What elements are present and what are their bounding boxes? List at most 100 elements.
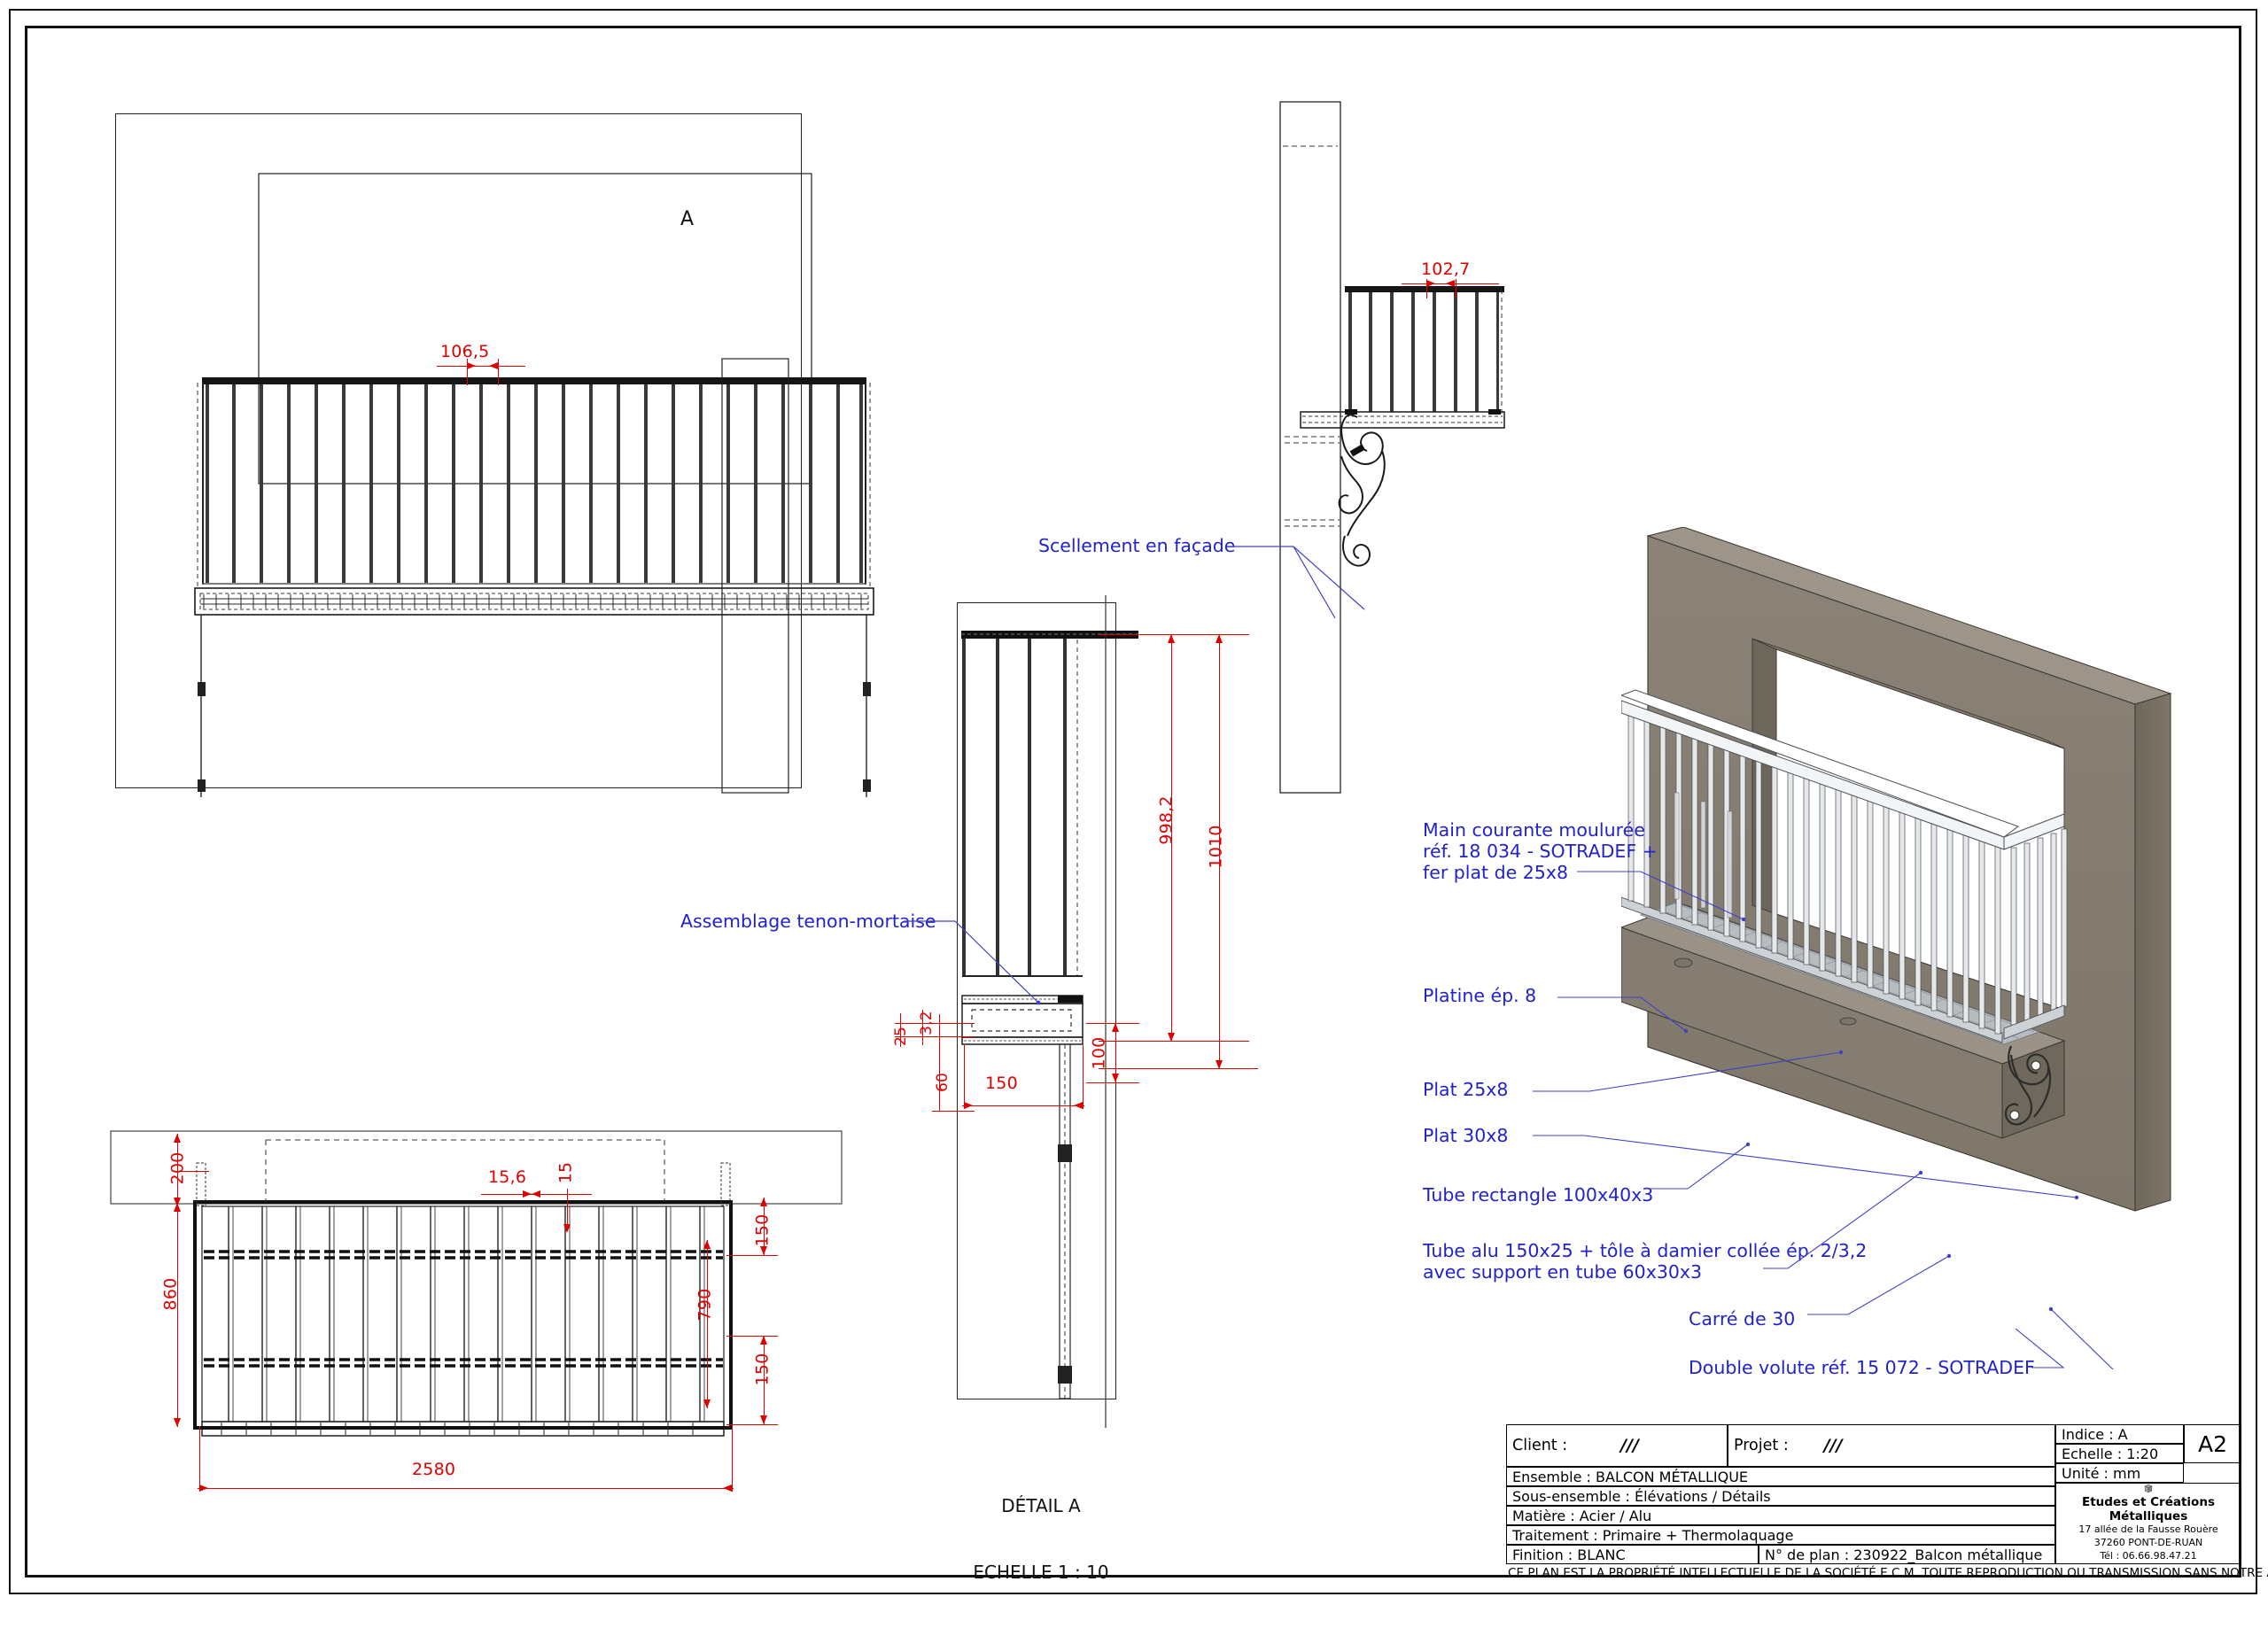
dim-60-line: [939, 1014, 940, 1112]
note-plat-25x8: Plat 25x8: [1423, 1079, 1508, 1100]
tb-projet-cell: Projet : ///: [1728, 1424, 2055, 1467]
company-name: Etudes et Créations Métalliques: [2056, 1495, 2241, 1523]
company-tel: Tél : 06.66.98.47.21: [2056, 1550, 2241, 1563]
dim-200-ext-bot: [174, 1171, 209, 1172]
dim-200-arrow-top: [174, 1134, 181, 1143]
tb-projet-value: ///: [1819, 1436, 1843, 1455]
dim-150-plan-bot: 150: [752, 1353, 772, 1386]
tb-logo-cell: Etudes et Créations Métalliques 17 allée…: [2055, 1483, 2241, 1564]
dim-150-line: [962, 1105, 1084, 1106]
tb-unite-cell: Unité : mm: [2055, 1463, 2184, 1483]
dim-150-arrow-l: [964, 1102, 973, 1109]
dim-106-5-arrow-left: [467, 362, 476, 369]
dim-150-plan-bot-ext: [726, 1336, 778, 1337]
dim-100-ext-bot: [1086, 1082, 1139, 1083]
dim-998-2: 998,2: [1157, 795, 1177, 844]
dim-102-7-ext-left: [1426, 279, 1427, 298]
tb-matiere-cell: Matière : Acier / Alu: [1506, 1506, 2055, 1525]
dim-150-plan-top-ext: [726, 1255, 778, 1256]
dim-860-line: [177, 1203, 178, 1427]
title-block: Client : /// Projet : /// Indice : A Ech…: [1506, 1424, 2241, 1577]
dim-790-arrow-u: [703, 1240, 711, 1249]
dim-150-plan-bot-ext2: [726, 1424, 778, 1425]
dim-860-arrow-top: [174, 1203, 181, 1212]
dim-2580-line: [198, 1488, 734, 1489]
leader-main-courante: [1577, 859, 1807, 930]
tb-client-value: ///: [1615, 1436, 1639, 1455]
company-addr2: 37260 PONT-DE-RUAN: [2056, 1537, 2241, 1550]
dim-102-7-arrow-left: [1426, 280, 1435, 287]
dim-15-6-arrow-r: [532, 1190, 540, 1198]
dim-60-ext: [932, 1111, 975, 1112]
dim-150-plan-bot-arrow-u: [760, 1336, 767, 1345]
dim-1010-arrow-top: [1216, 634, 1223, 643]
dim-15-6-arrow-l: [523, 1190, 532, 1198]
detail-a-title: DÉTAIL A: [921, 1495, 1161, 1517]
note-scellement-en-facade: Scellement en façade: [1038, 535, 1235, 556]
dim-150-arrow-r: [1074, 1102, 1083, 1109]
front-elevation-geometry: [97, 97, 895, 833]
dim-102-7-arrow-right: [1446, 280, 1455, 287]
dim-102-7: 102,7: [1421, 260, 1470, 279]
dim-790-line: [707, 1240, 708, 1408]
dim-790-arrow-d: [703, 1399, 711, 1408]
dim-25-ext-b: [895, 1036, 975, 1037]
company-logo-icon: [2128, 1484, 2169, 1493]
dim-150-plan-top: 150: [752, 1214, 772, 1247]
tb-format-cell: A2: [2184, 1424, 2241, 1463]
tb-client-label: Client :: [1507, 1437, 1567, 1454]
tb-client-cell: Client : ///: [1506, 1424, 1728, 1467]
dim-2580-ext-r: [732, 1426, 733, 1492]
dim-2580-ext-l: [199, 1426, 200, 1492]
note-tube-rectangle: Tube rectangle 100x40x3: [1423, 1184, 1653, 1205]
dim-15-6: 15,6: [488, 1167, 526, 1187]
dim-100-arrow-top: [1112, 1023, 1119, 1032]
dim-100-ext-top: [1086, 1023, 1139, 1024]
tb-traitement-cell: Traitement : Primaire + Thermolaquage: [1506, 1525, 2055, 1545]
dim-1010-bot-ext: [1099, 1068, 1258, 1069]
tb-indice: Indice : A: [2056, 1426, 2128, 1443]
dim-150-plan-top-arrow-u: [760, 1198, 767, 1206]
dim-150-ext-l: [964, 1045, 965, 1109]
detail-a-caption: DÉTAIL A ECHELLE 1 : 10: [921, 1451, 1161, 1628]
dim-106-5-ext-right: [498, 359, 499, 385]
tb-finition: Finition : BLANC: [1507, 1547, 1626, 1563]
dim-200-line: [177, 1134, 178, 1206]
dim-106-5-ext-left: [467, 359, 468, 385]
tb-unite: Unité : mm: [2056, 1465, 2140, 1482]
tb-sous-ensemble: Sous-ensemble : Élévations / Détails: [1507, 1488, 1771, 1505]
tb-finition-cell: Finition : BLANC: [1506, 1545, 1759, 1564]
dim-100-arrow-bot: [1112, 1074, 1119, 1082]
tb-matiere: Matière : Acier / Alu: [1507, 1508, 1651, 1524]
tb-echelle: Echelle : 1:20: [2056, 1446, 2158, 1462]
dim-2580: 2580: [412, 1460, 455, 1479]
tb-ensemble-cell: Ensemble : BALCON MÉTALLIQUE: [1506, 1467, 2055, 1486]
tb-traitement: Traitement : Primaire + Thermolaquage: [1507, 1527, 1793, 1544]
dim-15-arrow: [563, 1224, 571, 1233]
dim-150-detail: 150: [985, 1074, 1018, 1093]
detail-a-scale: ECHELLE 1 : 10: [921, 1562, 1161, 1584]
tb-echelle-cell: Echelle : 1:20: [2055, 1444, 2184, 1463]
dim-106-5: 106,5: [440, 342, 489, 361]
tb-sous-ensemble-cell: Sous-ensemble : Élévations / Détails: [1506, 1486, 2055, 1506]
detail-mark-a: A: [680, 208, 694, 230]
dim-998-arrow-bot: [1168, 1033, 1175, 1042]
dim-106-5-arrow-right: [489, 362, 498, 369]
dim-1010-arrow-bot: [1216, 1060, 1223, 1069]
dim-150-plan-bot-line: [764, 1336, 765, 1424]
note-platine: Platine ép. 8: [1423, 985, 1536, 1006]
dim-150-plan-top-arrow-d: [760, 1246, 767, 1255]
company-addr1: 17 allée de la Fausse Rouère: [2056, 1523, 2241, 1537]
dim-25-line: [900, 1013, 901, 1047]
dim-15: 15: [555, 1162, 575, 1184]
dim-150-ext-r: [1083, 1045, 1084, 1109]
tb-numplan-cell: N° de plan : 230922_Balcon métallique: [1759, 1545, 2055, 1564]
dim-60: 60: [934, 1073, 951, 1092]
dim-1010: 1010: [1207, 825, 1226, 868]
note-carre-de-30: Carré de 30: [1689, 1308, 1795, 1330]
leader-double-volute-2: [1998, 1258, 2122, 1373]
tb-numplan: N° de plan : 230922_Balcon métallique: [1759, 1547, 2042, 1563]
dim-2580-arrow-r: [723, 1485, 732, 1492]
dim-106-5-line: [437, 366, 525, 367]
